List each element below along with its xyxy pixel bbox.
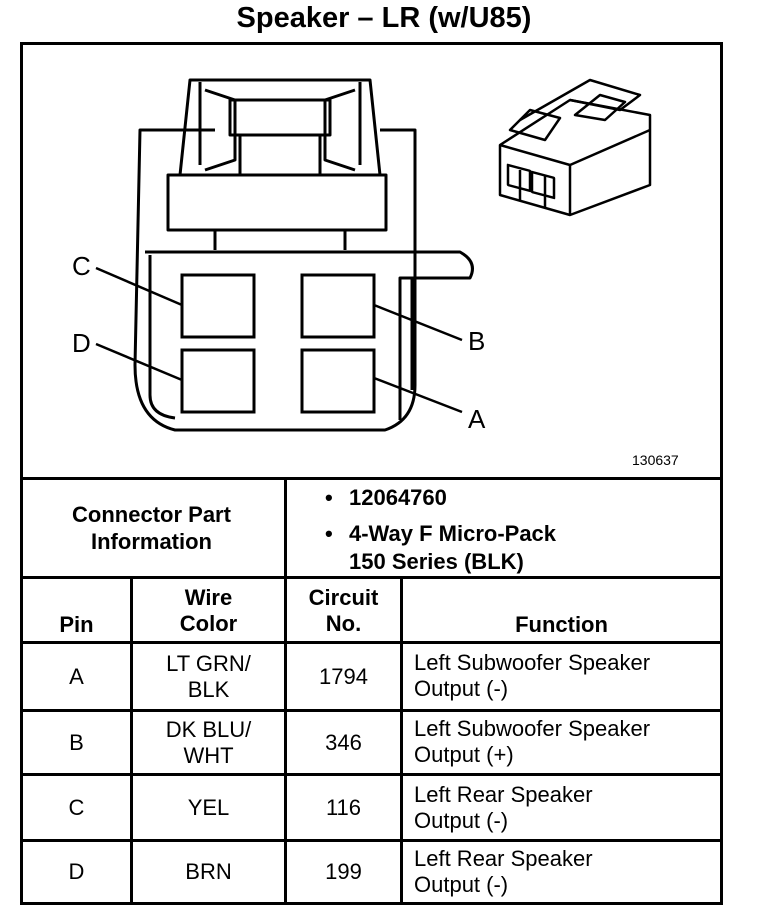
header-function: Function [515,612,608,637]
connector-description: 4-Way F Micro-Pack 150 Series (BLK) [325,520,556,576]
callout-d: D [72,328,91,358]
row-b-wire: DK BLU/WHT [165,716,252,768]
row-b-circuit: 346 [325,729,362,755]
cavity-a [300,348,376,414]
header-pin: Pin [59,612,94,637]
header-circuit: Circuit No. [308,585,379,636]
row-b-rule [20,773,723,776]
row-a-circuit: 1794 [319,663,368,689]
callout-b: B [468,326,485,356]
reference-number: 130637 [632,452,679,468]
row-c-wire: YEL [187,794,230,820]
col-divider-3 [400,576,403,905]
row-d-circuit: 199 [325,859,362,884]
row-a-wire: LT GRN/BLK [166,650,251,702]
row-d-wire: BRN [185,859,232,884]
cavity-d [180,348,256,414]
row-a-pin: A [69,663,84,689]
col-divider-2 [284,576,287,905]
connector-body [133,128,417,432]
cavity-c [180,273,256,339]
callout-c: C [72,251,91,281]
row-d-pin: D [68,859,85,884]
latch-outline [178,78,382,177]
row-a-rule [20,709,723,712]
connector-info-divider [284,477,287,579]
page-title: Speaker – LR (w/U85) [236,2,532,34]
header-top-rule [20,576,723,579]
connector-info-list: 12064760 4-Way F Micro-Pack 150 Series (… [325,484,556,576]
header-wire-color: Wire Color [179,585,238,636]
row-c-pin: C [68,794,85,820]
row-c-circuit: 116 [325,794,362,820]
connector-iso-illustration [498,78,652,217]
col-divider-1 [130,576,133,905]
callout-a: A [468,404,486,434]
row-b-pin: B [69,729,84,755]
connector-diagram: C D B A [72,78,652,434]
part-number: 12064760 [325,484,556,512]
cavity-b [300,273,376,339]
header-bottom-rule [20,641,723,644]
diagram-frame [20,42,723,905]
table-top-rule [20,477,723,480]
connector-info-label: Connector Part Information [72,502,231,554]
row-c-rule [20,839,723,842]
collar [166,173,388,232]
